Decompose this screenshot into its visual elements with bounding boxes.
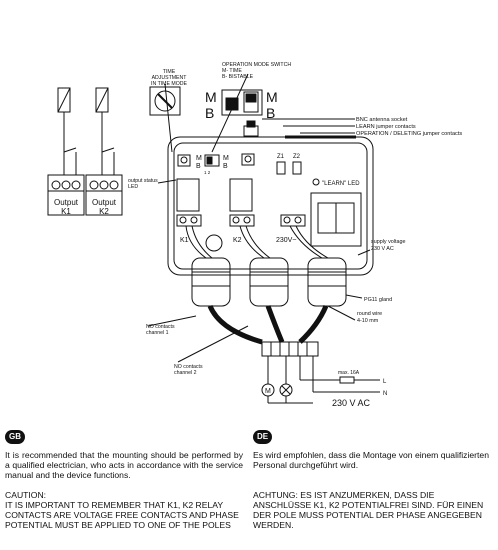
output-k2-box	[85, 174, 123, 216]
z2-label: Z2	[293, 154, 301, 160]
b-small-1: B	[196, 163, 201, 170]
learn-led-label: "LEARN" LED	[322, 181, 360, 187]
n-label: N	[383, 391, 387, 397]
motor-label: M	[265, 388, 271, 395]
terminal-block	[261, 341, 319, 357]
m-big-label-2: M	[266, 89, 278, 105]
gb-paragraph: It is recommended that the mounting shou…	[5, 450, 243, 480]
opdel-jumper-label: OPERATION / DELETING jumper contacts	[356, 131, 462, 137]
v230-label: 230V~	[276, 237, 296, 244]
gland-1	[191, 257, 231, 307]
m-small-1: M	[196, 155, 202, 162]
b-small-2: B	[223, 163, 228, 170]
l-label: L	[383, 379, 387, 385]
pg11-label: PG11 gland	[364, 297, 392, 303]
device-housing	[167, 136, 374, 276]
v230ac-label: 230 V AC	[332, 398, 371, 408]
de-paragraph: Es wird empfohlen, dass die Montage von …	[253, 450, 489, 470]
gb-caution: CAUTION: IT IS IMPORTANT TO REMEMBER THA…	[5, 490, 239, 530]
gb-section: GB It is recommended that the mounting s…	[5, 430, 243, 530]
fuse-label: max. 16A	[338, 370, 360, 376]
k2-label: K2	[233, 237, 242, 244]
gland-3	[307, 257, 347, 307]
bnc-label: BNC antenna socket	[356, 117, 408, 123]
gland-2	[249, 257, 289, 307]
switch-12-label: 1 2	[204, 170, 211, 175]
relay-k1	[176, 178, 200, 212]
k1-label: K1	[180, 237, 189, 244]
de-section: DE Es wird empfohlen, dass die Montage v…	[253, 430, 491, 530]
mode-switch-icon	[221, 89, 263, 116]
learn-jumper-label: LEARN jumper contacts	[356, 124, 416, 130]
de-badge: DE	[253, 430, 273, 444]
de-caution: ACHTUNG: ES IST ANZUMERKEN, DASS DIE ANS…	[253, 490, 484, 530]
relay-k2	[229, 178, 253, 212]
z1-label: Z1	[277, 154, 285, 160]
m-big-label: M	[205, 89, 217, 105]
output-k1-box	[47, 174, 85, 216]
b-big-label-2: B	[266, 105, 275, 121]
transformer	[310, 192, 362, 247]
gb-badge: GB	[5, 430, 25, 444]
b-big-label: B	[205, 105, 214, 121]
m-small-2: M	[223, 155, 229, 162]
